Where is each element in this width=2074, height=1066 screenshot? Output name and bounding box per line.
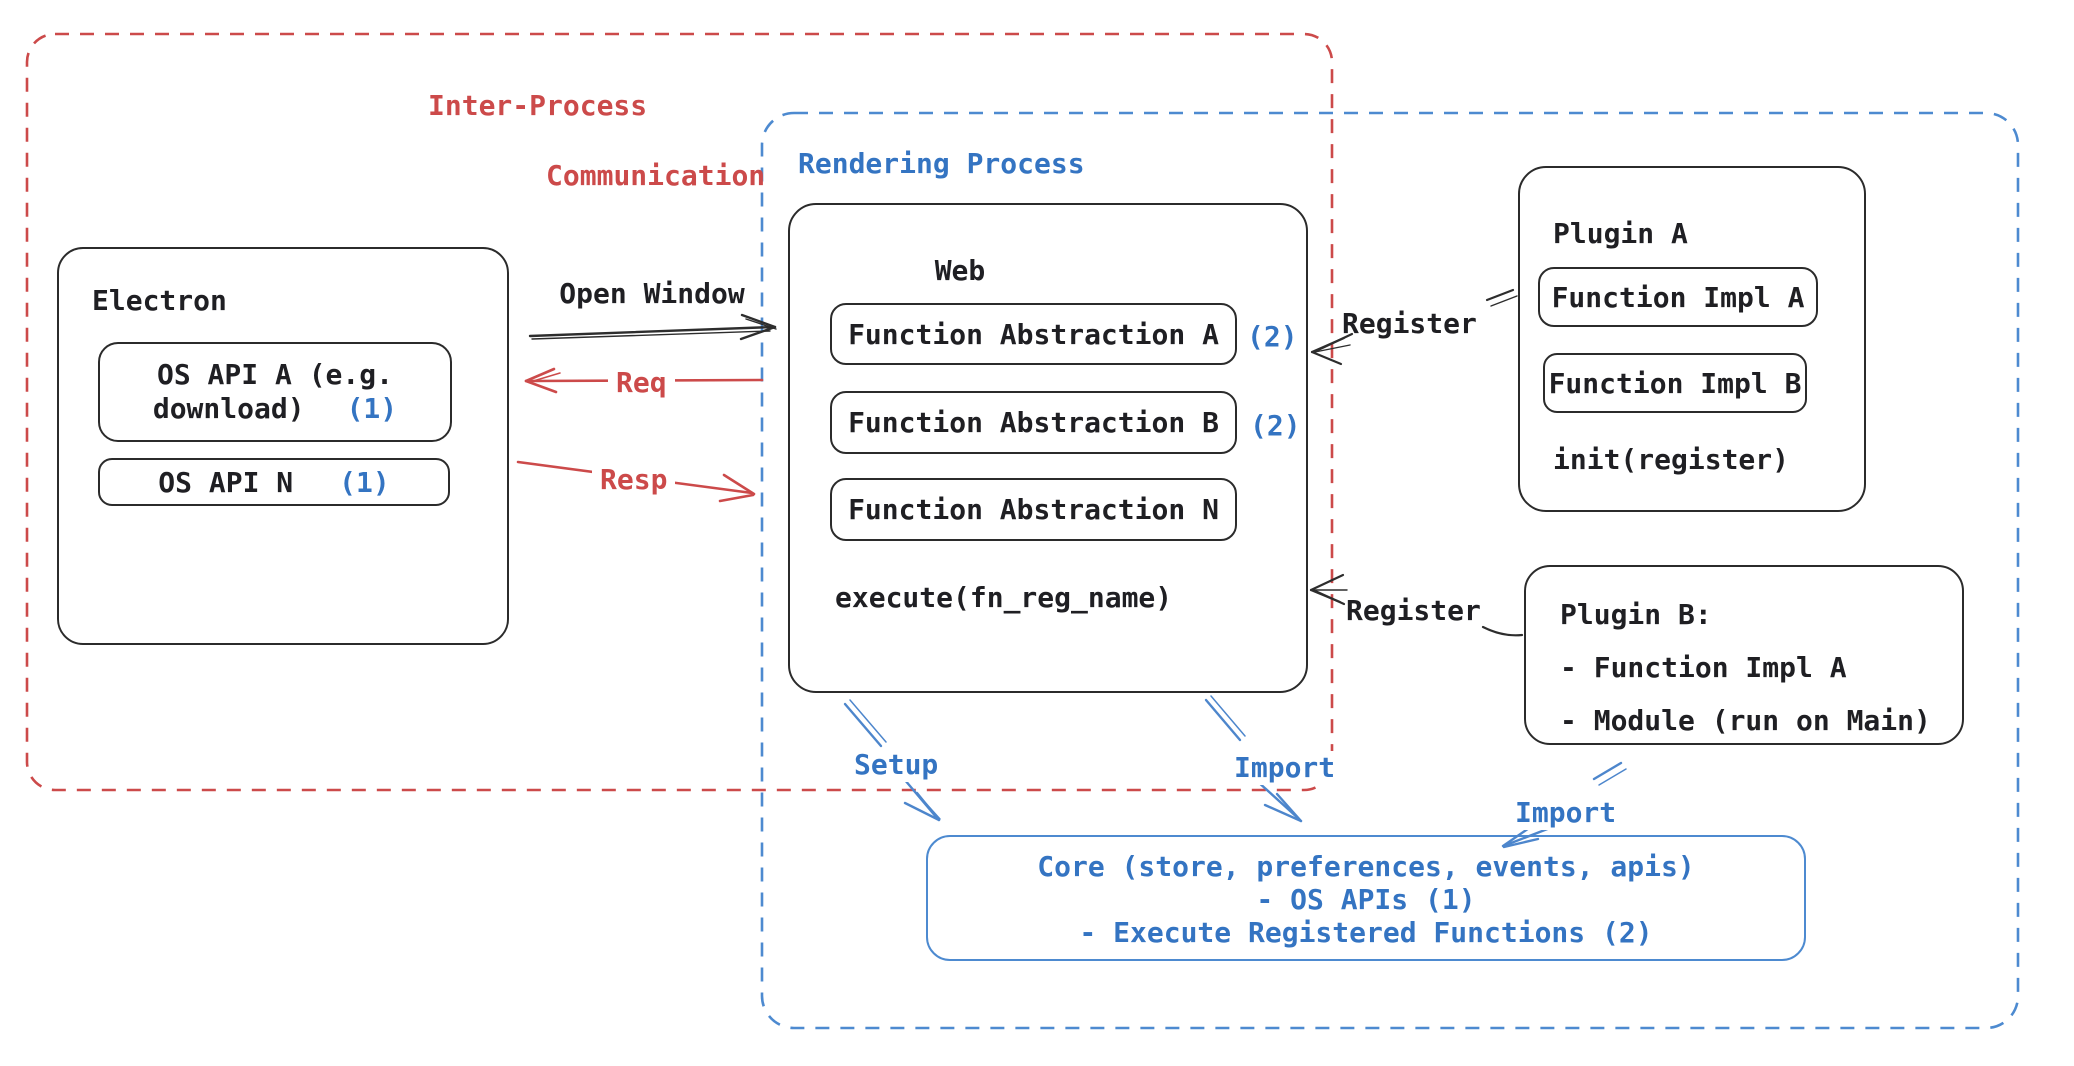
function-impl-b-label: Function Impl B — [1548, 366, 1802, 400]
function-abstraction-b-label: Function Abstraction B — [848, 406, 1219, 439]
plugin-a-title: Plugin A — [1553, 217, 1688, 250]
plugin-b-line1: Plugin B: — [1560, 598, 1712, 631]
function-abstraction-a-box: Function Abstraction A — [830, 303, 1237, 365]
function-abstraction-a-label: Function Abstraction A — [848, 317, 1219, 351]
function-abstraction-n-box: Function Abstraction N — [830, 478, 1237, 541]
init-register-label: init(register) — [1553, 443, 1790, 476]
open-window-arrow — [528, 313, 777, 341]
function-impl-a-box: Function Impl A — [1538, 267, 1818, 327]
resp-label: Resp — [592, 463, 676, 497]
os-api-n-box: OS API N (1) — [98, 458, 450, 506]
core-box: Core (store, preferences, events, apis)-… — [926, 835, 1806, 961]
ipc-label-line1: Inter-Process — [428, 89, 648, 122]
import-plugin-label: Import — [1507, 796, 1625, 830]
os-api-a-line1: OS API A (e.g. — [156, 358, 393, 391]
rendering-process-label: Rendering Process — [798, 147, 1085, 180]
function-abstraction-b-box: Function Abstraction B — [830, 391, 1237, 454]
web-title: Web — [934, 254, 986, 287]
os-api-a-line2: download) — [152, 392, 305, 425]
electron-title: Electron — [92, 284, 227, 317]
function-abstraction-n-label: Function Abstraction N — [848, 493, 1219, 526]
plugin-b-line3: - Module (run on Main) — [1560, 704, 1931, 737]
os-api-a-badge: (1) — [346, 392, 398, 425]
function-impl-b-box: Function Impl B — [1543, 353, 1807, 413]
register-top-label: Register — [1342, 307, 1477, 340]
core-line3: - Execute Registered Functions (2) — [1079, 916, 1653, 949]
open-window-label: Open Window — [559, 277, 745, 310]
core-text: Core (store, preferences, events, apis)-… — [928, 850, 1804, 949]
ipc-region-label: Inter-Process Communication — [428, 88, 765, 193]
plugin-b-text: Plugin B: - Function Impl A - Module (run … — [1560, 588, 1931, 747]
req-label: Req — [608, 366, 675, 400]
plugin-b-line2: - Function Impl A — [1560, 651, 1847, 684]
ipc-label-line2: Communication — [546, 159, 766, 192]
setup-label: Setup — [846, 748, 947, 782]
register-bottom-label: Register — [1346, 594, 1481, 627]
function-abstraction-b-badge: (2) — [1250, 409, 1301, 442]
os-api-a-box: OS API A (e.g. download) (1) — [98, 342, 452, 442]
import-web-label: Import — [1226, 751, 1344, 785]
function-abstraction-a-badge: (2) — [1247, 320, 1298, 353]
core-line1: Core (store, preferences, events, apis) — [1037, 850, 1695, 883]
os-api-n-label: OS API N — [158, 465, 294, 499]
core-line2: - OS APIs (1) — [1256, 883, 1476, 916]
function-impl-a-label: Function Impl A — [1551, 280, 1805, 314]
os-api-n-badge: (1) — [339, 465, 390, 499]
execute-label: execute(fn_reg_name) — [835, 581, 1173, 614]
